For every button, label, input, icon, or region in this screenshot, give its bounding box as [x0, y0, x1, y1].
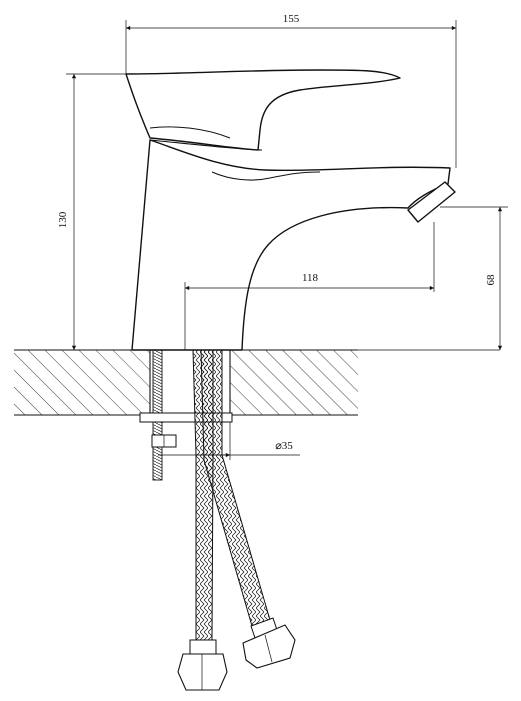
mounting-stud: [139, 349, 233, 481]
dimension-spout-height-label: 68: [485, 274, 497, 286]
dimension-lines: [66, 20, 508, 460]
countertop: [14, 349, 500, 416]
dimension-hole-diameter-label: ⌀35: [275, 440, 293, 452]
dimension-height-label: 130: [57, 211, 69, 228]
flexible-hoses: [177, 349, 296, 691]
dimension-reach-label: 118: [302, 272, 319, 284]
faucet-body: [125, 69, 456, 351]
dimension-width-label: 155: [283, 13, 300, 25]
